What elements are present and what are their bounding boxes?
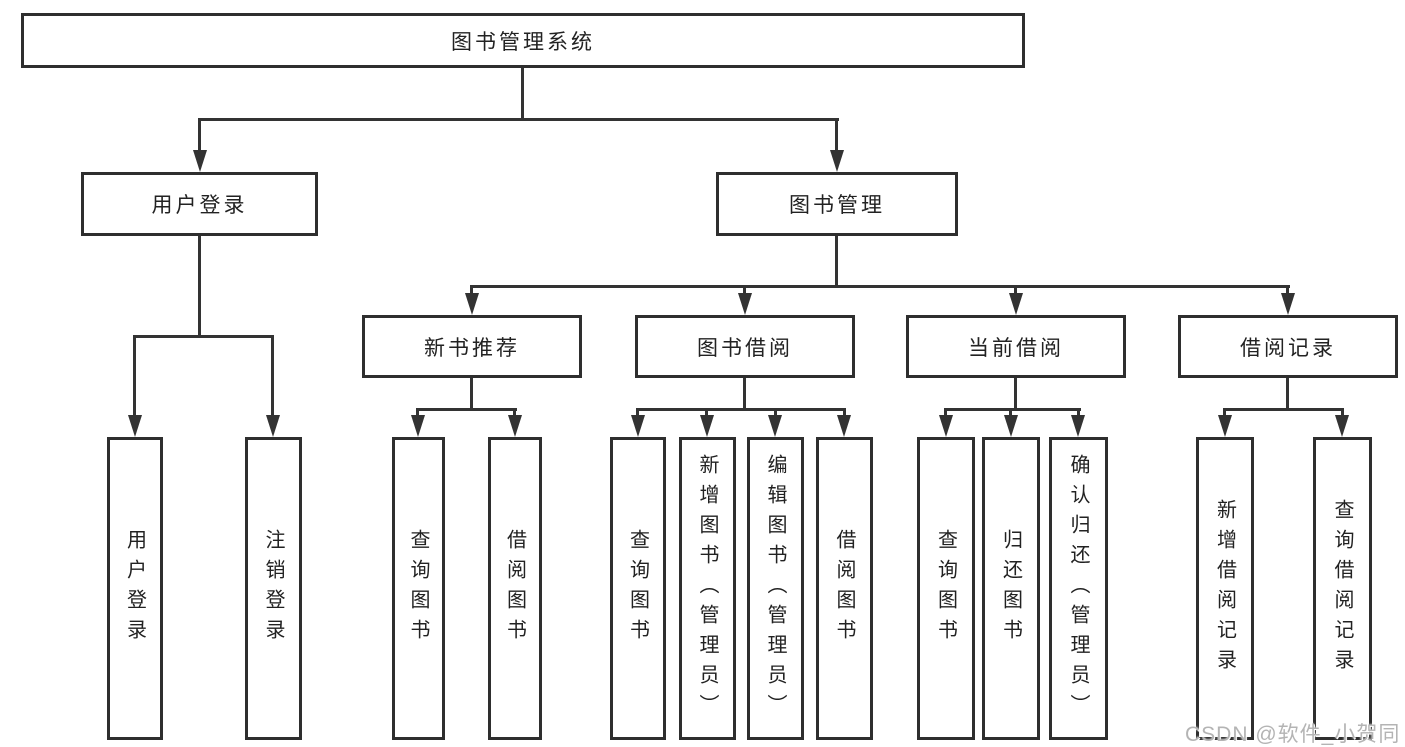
connector-drop-current-borrow (1014, 285, 1017, 297)
connector-user-login-stem (198, 236, 201, 338)
connector-drop (843, 408, 846, 418)
connector-new-book-split (416, 408, 517, 411)
node-leaf-add-book-admin: 新增图书（管理员） (679, 437, 736, 740)
arrow-down-icon (411, 415, 425, 437)
node-leaf-query-book-recommend: 查询图书 (392, 437, 445, 740)
connector-drop (1009, 408, 1012, 418)
arrow-down-icon (631, 415, 645, 437)
arrow-down-icon (1281, 293, 1295, 315)
csdn-watermark: CSDN @软件_小贺同学 (1185, 723, 1401, 746)
connector-drop (636, 408, 639, 418)
node-leaf-query-book-borrow: 查询图书 (610, 437, 666, 740)
node-new-book-recommend: 新书推荐 (362, 315, 582, 378)
arrow-down-icon (700, 415, 714, 437)
connector-drop (1077, 408, 1080, 418)
connector-book-mgmt-stem (835, 236, 838, 288)
connector-drop-borrow-record (1286, 285, 1289, 297)
connector-book-mgmt-split (470, 285, 1290, 288)
connector-borrow-record-split (1223, 408, 1344, 411)
arrow-down-icon (1071, 415, 1085, 437)
connector-current-borrow-stem (1014, 378, 1017, 411)
connector-book-borrow-stem (743, 378, 746, 411)
connector-drop-leaf-user-login (133, 335, 136, 419)
connector-drop-new-book (470, 285, 473, 297)
connector-drop-book-borrow (743, 285, 746, 297)
node-leaf-query-book-current: 查询图书 (917, 437, 975, 740)
connector-drop (1341, 408, 1344, 418)
connector-borrow-record-stem (1286, 378, 1289, 411)
arrow-down-icon (266, 415, 280, 437)
arrow-down-icon (1335, 415, 1349, 437)
node-leaf-return-book: 归还图书 (982, 437, 1040, 740)
node-root: 图书管理系统 (21, 13, 1025, 68)
arrow-down-icon (1009, 293, 1023, 315)
node-leaf-user-login: 用户登录 (107, 437, 163, 740)
arrow-down-icon (837, 415, 851, 437)
connector-drop (944, 408, 947, 418)
node-leaf-add-borrow-record: 新增借阅记录 (1196, 437, 1254, 740)
arrow-down-icon (939, 415, 953, 437)
connector-drop-leaf-logout (271, 335, 274, 419)
connector-drop (774, 408, 777, 418)
arrow-down-icon (768, 415, 782, 437)
connector-book-borrow-split (636, 408, 846, 411)
node-borrow-record: 借阅记录 (1178, 315, 1398, 378)
connector-drop (705, 408, 708, 418)
arrow-down-icon (1218, 415, 1232, 437)
connector-drop (513, 408, 516, 418)
arrow-down-icon (193, 150, 207, 172)
node-leaf-edit-book-admin: 编辑图书（管理员） (747, 437, 804, 740)
arrow-down-icon (830, 150, 844, 172)
connector-drop-book-mgmt (835, 118, 838, 154)
connector-user-login-split (133, 335, 274, 338)
arrow-down-icon (465, 293, 479, 315)
connector-root-split (198, 118, 839, 121)
arrow-down-icon (1004, 415, 1018, 437)
connector-root-stem (521, 68, 524, 121)
connector-drop-user-login (198, 118, 201, 154)
node-leaf-query-borrow-record: 查询借阅记录 (1313, 437, 1372, 740)
node-leaf-borrow-book-recommend: 借阅图书 (488, 437, 542, 740)
node-leaf-logout: 注销登录 (245, 437, 302, 740)
connector-drop (416, 408, 419, 418)
node-leaf-confirm-return-admin: 确认归还（管理员） (1049, 437, 1108, 740)
arrow-down-icon (508, 415, 522, 437)
arrow-down-icon (738, 293, 752, 315)
connector-current-borrow-split (944, 408, 1081, 411)
node-book-management: 图书管理 (716, 172, 958, 236)
node-user-login: 用户登录 (81, 172, 318, 236)
connector-drop (1223, 408, 1226, 418)
arrow-down-icon (128, 415, 142, 437)
node-current-borrow: 当前借阅 (906, 315, 1126, 378)
node-leaf-borrow-book: 借阅图书 (816, 437, 873, 740)
node-book-borrow: 图书借阅 (635, 315, 855, 378)
connector-new-book-stem (470, 378, 473, 411)
